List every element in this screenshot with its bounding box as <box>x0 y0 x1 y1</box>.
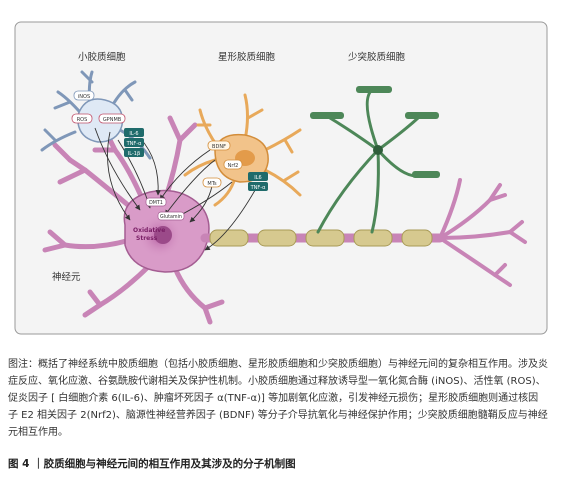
ros-tag: ROS <box>71 113 93 124</box>
svg-text:Glutamin: Glutamin <box>160 214 182 220</box>
svg-text:ROS: ROS <box>77 117 88 123</box>
glia-neuron-diagram: 小胶质细胞 星形胶质细胞 少突胶质细胞 神经元 iNOS ROS GPNMB I… <box>14 21 548 335</box>
svg-text:BDNF: BDNF <box>212 144 226 150</box>
figure-title: 图 4 ｜胶质细胞与神经元间的相互作用及其涉及的分子机制图 <box>8 458 296 470</box>
nrf2-tag: Nrf2 <box>223 159 243 170</box>
astrocyte-cytokines: IL6 TNF-α <box>248 172 268 191</box>
oxidative-stress-label: Oxidative Stress <box>133 227 165 242</box>
microglia-cytokines: IL-6 TNF-α IL-1β <box>124 128 144 157</box>
dmt1-tag: DMT1 <box>145 197 167 207</box>
figure-caption: 图注：概括了神经系统中胶质细胞（包括小胶质细胞、星形胶质细胞和少突胶质细胞）与神… <box>8 359 548 438</box>
svg-text:IL-6: IL-6 <box>129 131 138 137</box>
mt-tag: MTs <box>202 177 222 188</box>
neuron-label: 神经元 <box>52 271 81 283</box>
svg-text:Nrf2: Nrf2 <box>228 163 239 169</box>
svg-text:IL-1β: IL-1β <box>128 151 140 157</box>
bdnf-tag: BDNF <box>207 140 231 151</box>
oligodendrocyte-cell <box>310 86 440 234</box>
svg-text:GPNMB: GPNMB <box>103 117 122 123</box>
svg-text:IL6: IL6 <box>254 175 261 181</box>
gpnmb-tag: GPNMB <box>98 113 126 124</box>
svg-text:TNF-α: TNF-α <box>126 141 142 147</box>
microglia-label: 小胶质细胞 <box>78 51 126 63</box>
astrocyte-label: 星形胶质细胞 <box>218 51 276 63</box>
glutamine-tag: Glutamin <box>157 211 185 221</box>
svg-text:DMT1: DMT1 <box>149 200 163 206</box>
svg-text:MTs: MTs <box>207 181 217 187</box>
svg-text:Oxidative: Oxidative <box>133 227 165 234</box>
svg-text:TNF-α: TNF-α <box>250 185 266 191</box>
svg-text:iNOS: iNOS <box>78 94 90 100</box>
oligodendrocyte-label: 少突胶质细胞 <box>348 51 406 63</box>
inos-tag: iNOS <box>73 90 95 101</box>
neuron-cell <box>42 115 527 325</box>
svg-text:Stress: Stress <box>136 235 158 242</box>
